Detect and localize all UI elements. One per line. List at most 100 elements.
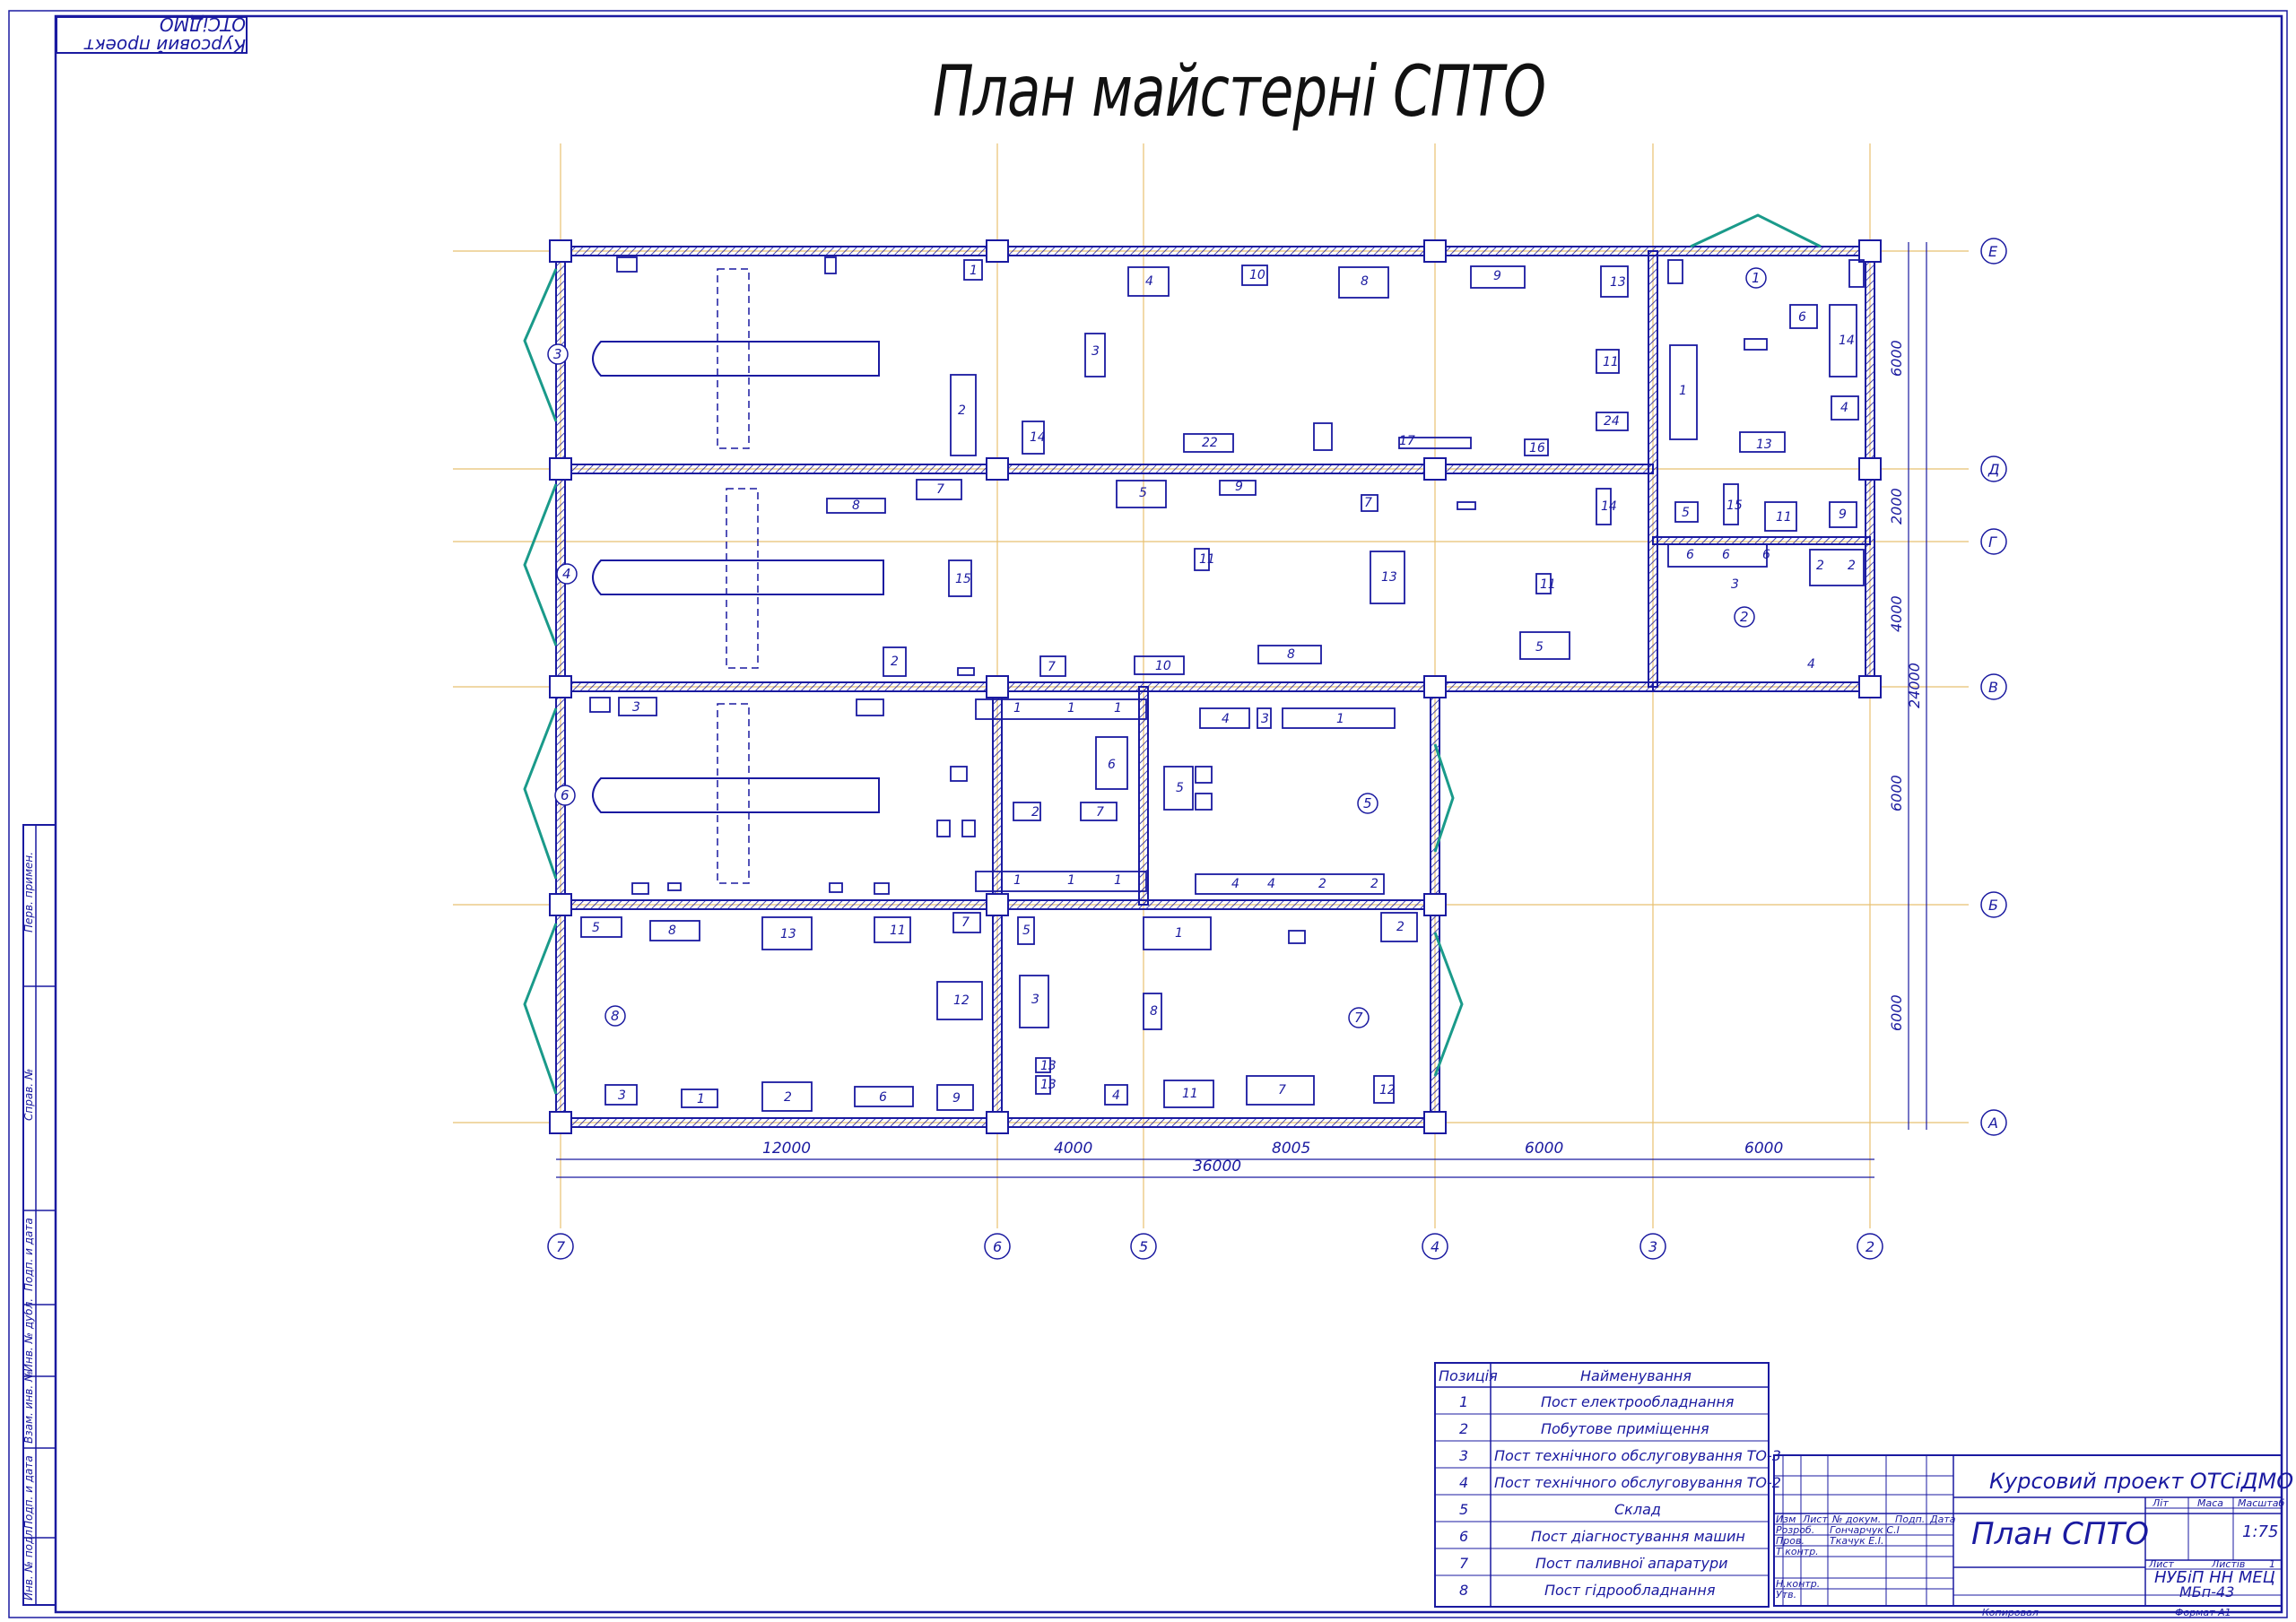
svg-text:Літ: Літ [2152,1497,2169,1509]
scale-value: 1:75 [2242,1522,2278,1541]
svg-text:1: 1 [1067,701,1075,716]
side-label: Инв. № подл. [22,1526,35,1600]
svg-text:7: 7 [1278,1083,1286,1097]
svg-text:3: 3 [1261,712,1269,726]
svg-text:2: 2 [958,403,966,418]
svg-text:12: 12 [953,993,970,1008]
svg-text:2: 2 [1848,559,1856,573]
legend-name: Пост технічного обслуговування ТО-2 [1494,1474,1781,1491]
svg-text:6: 6 [561,787,570,803]
svg-text:6: 6 [1722,548,1730,562]
svg-text:6: 6 [1798,310,1806,325]
svg-text:3: 3 [1731,577,1739,592]
svg-text:10: 10 [1155,659,1171,673]
svg-text:7: 7 [1354,1010,1363,1026]
svg-text:Лист: Лист [2148,1558,2174,1570]
svg-text:9: 9 [1839,507,1847,522]
svg-text:15: 15 [1726,499,1743,513]
inspection-pits [592,341,884,813]
svg-text:12000: 12000 [762,1140,811,1158]
svg-text:Копировал: Копировал [1982,1607,2039,1618]
svg-text:8: 8 [1361,274,1369,289]
svg-text:4: 4 [1807,657,1815,672]
svg-text:24: 24 [1604,414,1620,429]
svg-text:6: 6 [1686,548,1694,562]
svg-text:8: 8 [611,1008,620,1024]
frame-border [54,14,2283,1614]
svg-text:3: 3 [553,346,562,362]
legend-pos: 1 [1459,1393,1468,1410]
svg-text:36000: 36000 [1193,1158,1241,1175]
svg-text:5: 5 [1176,781,1184,795]
side-label: Справ. № [22,1069,35,1121]
svg-text:4000: 4000 [1054,1140,1092,1158]
svg-text:3: 3 [618,1089,626,1103]
svg-text:Подп.: Подп. [1895,1514,1925,1525]
svg-text:1: 1 [1679,384,1687,398]
svg-text:11: 11 [1540,577,1556,592]
svg-text:3: 3 [1648,1238,1657,1255]
svg-text:2: 2 [1816,559,1824,573]
svg-text:3: 3 [1031,993,1039,1007]
svg-text:6: 6 [1108,758,1116,772]
svg-text:4: 4 [1222,712,1230,726]
svg-text:Б: Б [1988,897,1998,914]
svg-text:11: 11 [1182,1087,1198,1101]
svg-text:1: 1 [1114,873,1122,888]
legend-pos: 5 [1459,1501,1468,1518]
svg-text:Пров.: Пров. [1776,1535,1805,1547]
svg-text:11: 11 [890,924,906,938]
svg-text:Г: Г [1988,533,1997,551]
svg-text:1: 1 [697,1092,705,1106]
legend-pos: 6 [1459,1528,1468,1545]
svg-text:13: 13 [1610,275,1626,290]
svg-text:6000: 6000 [1888,775,1905,811]
svg-text:1: 1 [1114,701,1122,716]
svg-text:1: 1 [1752,270,1761,286]
side-label: Перв. примен. [22,852,35,932]
svg-text:4: 4 [1112,1089,1120,1103]
svg-text:7: 7 [1096,805,1104,820]
side-stamp: Перв. примен. Справ. № Подп. и дата Инв.… [22,824,57,1606]
svg-text:2: 2 [1318,877,1326,891]
svg-text:14: 14 [1839,334,1855,348]
svg-text:14: 14 [1030,430,1046,445]
svg-text:7: 7 [936,482,944,497]
equipment [580,256,1865,1112]
svg-text:1: 1 [2269,1558,2275,1570]
svg-text:1: 1 [1067,873,1075,888]
svg-text:7: 7 [961,915,970,930]
svg-text:4: 4 [1231,877,1239,891]
svg-text:5: 5 [1682,506,1690,520]
room-markers: 3 4 6 8 1 2 5 7 [547,267,1767,1028]
title-block: Курсовий проект ОТСіДМО План СПТО Изм Ли… [1773,1454,2293,1618]
svg-text:14: 14 [1601,499,1617,514]
legend-name: Пост паливної апаратури [1535,1555,1728,1572]
svg-text:№ докум.: № докум. [1831,1514,1881,1525]
svg-text:Изм: Изм [1776,1514,1796,1525]
sheet-title: План СПТО [1971,1516,2149,1552]
legend-header-name: Найменування [1580,1367,1692,1384]
svg-text:3: 3 [632,700,640,715]
svg-text:8: 8 [668,924,676,938]
svg-text:Н.контр.: Н.контр. [1776,1578,1820,1590]
gates [523,213,1822,1095]
legend-name: Побутове приміщення [1541,1420,1709,1437]
svg-text:9: 9 [1235,480,1243,494]
svg-text:13: 13 [780,927,796,941]
svg-text:1: 1 [1336,712,1344,726]
legend-name: Пост технічного обслуговування ТО-3 [1494,1447,1781,1464]
side-label: Подп. и дата [22,1218,35,1291]
svg-text:Листів: Листів [2211,1558,2245,1570]
svg-text:4000: 4000 [1888,595,1905,632]
svg-text:А: А [1987,1115,1998,1132]
svg-text:Гончарчук С.І: Гончарчук С.І [1830,1524,1900,1536]
svg-text:24000: 24000 [1906,663,1923,708]
side-label: Подп. и дата [22,1455,35,1529]
dimension-lines [556,242,1927,1178]
svg-text:11: 11 [1603,355,1619,369]
org-name: НУБіП НН МЕЦ [2154,1568,2275,1587]
